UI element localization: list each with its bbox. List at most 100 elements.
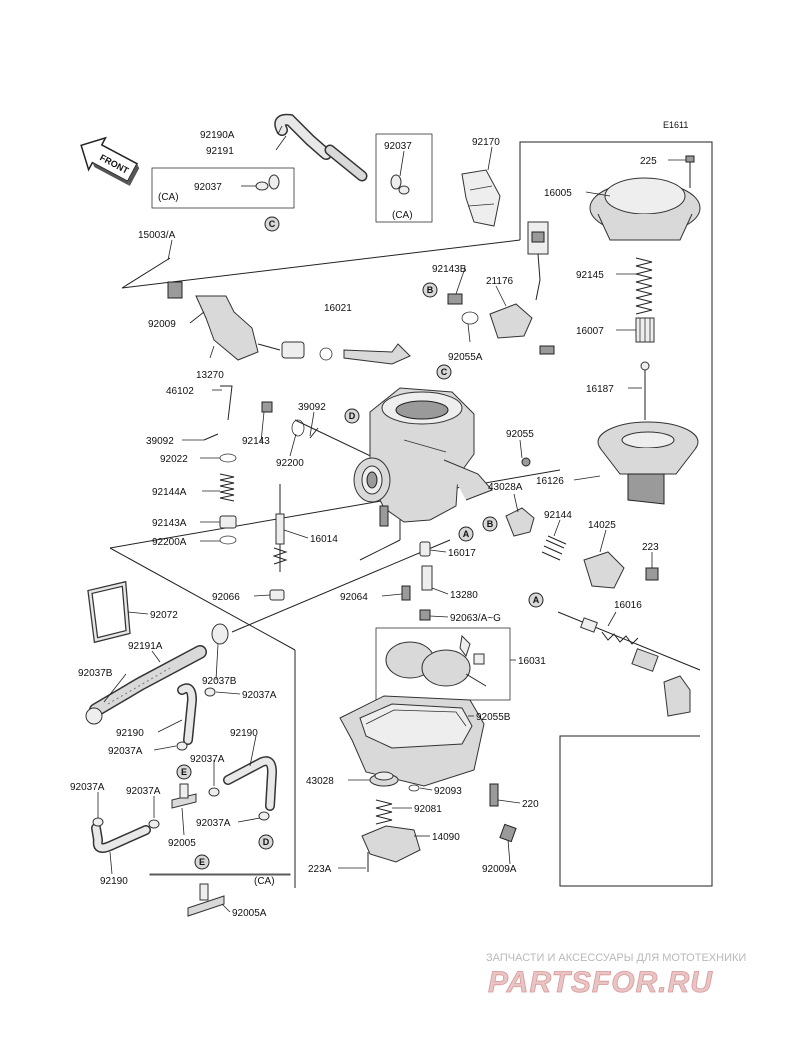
callout-label: 223 bbox=[642, 542, 659, 553]
jet-needle-16187 bbox=[640, 361, 650, 420]
clamp-92170 bbox=[461, 169, 501, 227]
callout-label: 16126 bbox=[536, 476, 564, 487]
callout-label: 92022 bbox=[160, 454, 188, 465]
callout-label: 13280 bbox=[450, 590, 478, 601]
callout-label: 223A bbox=[308, 864, 332, 875]
callout-label: 92055 bbox=[506, 429, 534, 440]
callout-label: 92005A bbox=[232, 908, 267, 919]
hose-92190-group bbox=[91, 683, 278, 853]
callout-label: 14025 bbox=[588, 520, 616, 531]
marker-e: E bbox=[194, 854, 210, 870]
marker-d: D bbox=[258, 834, 274, 850]
watermark: ЗАПЧАСТИ И АКСЕССУАРЫ ДЛЯ МОТОТЕХНИКИ PA… bbox=[486, 952, 746, 999]
callout-label: 92037A bbox=[196, 818, 231, 829]
choke-16016 bbox=[557, 611, 701, 717]
callout-label: 39092 bbox=[146, 436, 174, 447]
callout-label: (CA) bbox=[392, 210, 413, 221]
pilot-screw-16014 bbox=[272, 484, 288, 572]
callout-label: 16014 bbox=[310, 534, 338, 545]
callout-label: 14090 bbox=[432, 832, 460, 843]
callout-label: 92081 bbox=[414, 804, 442, 815]
callout-label: 92063/A~G bbox=[450, 613, 501, 624]
callout-label: 21176 bbox=[486, 276, 514, 287]
tee-fittings bbox=[92, 687, 270, 917]
callout-label: 92037A bbox=[242, 690, 277, 701]
callout-label: 92037A bbox=[190, 754, 225, 765]
reference-markers: C B C D A B A E D E bbox=[176, 216, 544, 870]
callout-label: 92037A bbox=[70, 782, 105, 793]
callout-label: 92066 bbox=[212, 592, 240, 603]
callout-label: 16017 bbox=[448, 548, 476, 559]
leader-lines bbox=[97, 125, 686, 913]
svg-text:E: E bbox=[199, 857, 205, 867]
callout-label: 92143A bbox=[152, 518, 187, 529]
svg-text:D: D bbox=[263, 837, 270, 847]
callout-label: 92072 bbox=[150, 610, 178, 621]
float-16031 bbox=[375, 627, 511, 701]
svg-text:A: A bbox=[533, 595, 540, 605]
callout-label: 92037 bbox=[384, 141, 412, 152]
marker-c: C bbox=[264, 216, 280, 232]
svg-text:C: C bbox=[269, 219, 276, 229]
callout-label: 92037A bbox=[108, 746, 143, 757]
hose-92191A bbox=[85, 623, 229, 725]
callout-label: 92190A bbox=[200, 130, 235, 141]
jets-area bbox=[269, 457, 659, 621]
callout-label: 92143B bbox=[432, 264, 467, 275]
vacuum-piston-16126 bbox=[597, 421, 699, 505]
watermark-tagline: ЗАПЧАСТИ И АКСЕССУАРЫ ДЛЯ МОТОТЕХНИКИ bbox=[486, 952, 746, 964]
callout-label: 92093 bbox=[434, 786, 462, 797]
screw-225 bbox=[685, 155, 695, 188]
front-arrow: FRONT bbox=[80, 136, 140, 186]
callout-label: 225 bbox=[640, 156, 657, 167]
callout-label: 16005 bbox=[544, 188, 572, 199]
callout-label: 16187 bbox=[586, 384, 614, 395]
callout-label: 92170 bbox=[472, 137, 500, 148]
small-parts-left bbox=[203, 401, 319, 545]
callout-label: 92005 bbox=[168, 838, 196, 849]
callout-label: 16007 bbox=[576, 326, 604, 337]
carburetor-body-16021 bbox=[353, 387, 493, 527]
callout-label: (CA) bbox=[254, 876, 275, 887]
callout-label: 92037 bbox=[194, 182, 222, 193]
callout-label: 16021 bbox=[324, 303, 352, 314]
svg-text:B: B bbox=[427, 285, 434, 295]
watermark-brand: PARTSFOR.RU bbox=[488, 966, 713, 999]
marker-a: A bbox=[528, 592, 544, 608]
clamp-92072 bbox=[87, 580, 131, 644]
callout-label: 92190 bbox=[116, 728, 144, 739]
clip-92037 bbox=[255, 174, 410, 195]
callout-label: 92055A bbox=[448, 352, 483, 363]
callout-label: 92009 bbox=[148, 319, 176, 330]
rod-46102 bbox=[220, 385, 233, 421]
svg-text:A: A bbox=[463, 529, 470, 539]
grouping-lines bbox=[109, 141, 713, 888]
callout-label: 92191A bbox=[128, 641, 163, 652]
callout-label: 92037B bbox=[78, 668, 113, 679]
callout-label: 92037B bbox=[202, 676, 237, 687]
marker-e: E bbox=[176, 764, 192, 780]
bowl-small-parts bbox=[361, 771, 517, 872]
callout-label: 16031 bbox=[518, 656, 546, 667]
callout-label: 92191 bbox=[206, 146, 234, 157]
callout-label: 92037A bbox=[126, 786, 161, 797]
callout-label: 92055B bbox=[476, 712, 511, 723]
svg-text:B: B bbox=[487, 519, 494, 529]
marker-a: A bbox=[458, 526, 474, 542]
sensor-21176 bbox=[447, 221, 555, 355]
svg-text:D: D bbox=[349, 411, 356, 421]
callout-label: 92200 bbox=[276, 458, 304, 469]
callout-label: 39092 bbox=[298, 402, 326, 413]
callout-label: 92144 bbox=[544, 510, 572, 521]
marker-b: B bbox=[422, 282, 438, 298]
callout-label: 46102 bbox=[166, 386, 194, 397]
marker-d: D bbox=[344, 408, 360, 424]
breather-hose-92190A bbox=[274, 113, 368, 182]
callout-label: 15003/A bbox=[138, 230, 176, 241]
svg-text:C: C bbox=[441, 367, 448, 377]
callout-label: 92200A bbox=[152, 537, 187, 548]
spring-92145 bbox=[635, 257, 653, 315]
diagram-code: E1611 bbox=[663, 120, 688, 130]
callout-label: 43028 bbox=[306, 776, 334, 787]
